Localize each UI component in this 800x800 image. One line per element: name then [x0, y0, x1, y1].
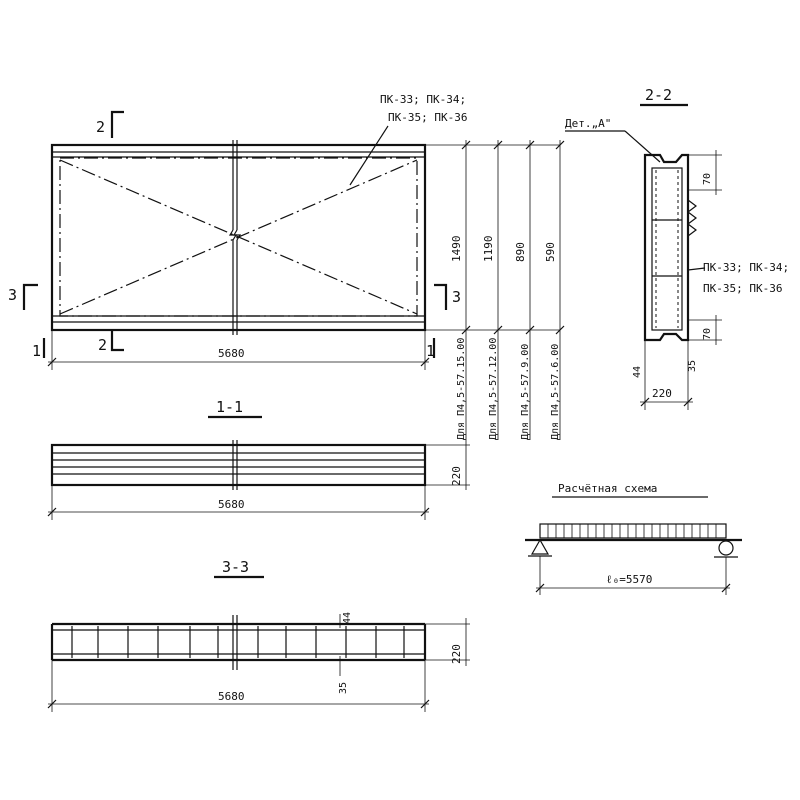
plan-callout-line2: ПК-35; ПК-36 [388, 111, 467, 124]
inner-contour [59, 157, 418, 317]
section-mark-2-bottom: 2 [98, 336, 107, 354]
section-arrow-3-right [434, 283, 448, 310]
plan-dim-590: 590 [544, 242, 557, 262]
section-3-3-dim-44: 44 [342, 612, 353, 624]
section-3-3-height-dim: 220 [450, 644, 463, 664]
section-3-3-title: 3-3 [222, 558, 249, 576]
section-1-1-length-dim: 5680 [218, 498, 245, 511]
section-3-3: 3-3 44 35 [47, 558, 470, 712]
stirrups [71, 626, 405, 658]
section-2-2-title: 2-2 [645, 86, 672, 104]
section-3-3-length-dim: 5680 [218, 690, 245, 703]
design-scheme-title: Расчётная схема [558, 482, 657, 495]
section-2-2-callout-line1: ПК-33; ПК-34; [703, 261, 789, 274]
section-mark-3-right: 3 [452, 288, 461, 306]
roller-support-icon [718, 540, 734, 556]
plan-length-dim: 5680 [218, 347, 245, 360]
design-span-label: ℓ₀=5570 [606, 573, 652, 586]
plan-dim-1190: 1190 [482, 236, 495, 263]
section-arrow-3-left [22, 283, 38, 310]
section-2-2-dim-top: 70 [702, 173, 713, 185]
section-1-1-height-dim: 220 [450, 466, 463, 486]
section-2-2-dim-bottom: 70 [702, 328, 713, 340]
section-mark-1-left: 1 [32, 342, 41, 360]
plan-for-3: Для П4,5-57.9.00 [520, 344, 531, 440]
plan-for-2: Для П4,5-57.12.00 [488, 338, 499, 440]
plan-view: 2 2 3 3 1 1 ПК-33; ПК-34; ПК-35; ПК-36 5… [8, 93, 565, 440]
plan-callout-leader [349, 125, 389, 186]
plan-dim-1490: 1490 [450, 236, 463, 263]
section-1-1-title: 1-1 [216, 398, 243, 416]
section-mark-3-left: 3 [8, 286, 17, 304]
distributed-load [539, 523, 727, 539]
section-2-2-dim-35: 35 [687, 360, 698, 372]
section-1-1: 1-1 220 5680 [47, 398, 470, 520]
load-hatching [547, 524, 717, 538]
plan-dim-890: 890 [514, 242, 527, 262]
section-2-2-dim-44: 44 [632, 366, 643, 378]
plan-callout-line1: ПК-33; ПК-34; [380, 93, 466, 106]
section-arrow-2-bottom [110, 330, 124, 352]
section-2-2-detail-label: Дет.„А" [565, 117, 611, 130]
section-2-2-callout-line2: ПК-35; ПК-36 [703, 282, 782, 295]
section-2-2-width-dim: 220 [652, 387, 672, 400]
section-1-1-outline [50, 443, 427, 487]
design-scheme: Расчётная схема [525, 482, 742, 595]
section-2-2: 2-2 Дет.„А" 70 70 ПК-33; ПК-34; ПК-35; П… [565, 86, 789, 410]
section-arrow-2-top [110, 110, 124, 138]
section-mark-2-top: 2 [96, 118, 105, 136]
pinned-support-icon [530, 538, 550, 555]
section-3-3-dim-35: 35 [338, 682, 349, 694]
section-mark-1-right: 1 [426, 342, 435, 360]
plan-for-1: Для П4,5-57.15.00 [456, 338, 467, 440]
plan-for-4: Для П4,5-57.6.00 [550, 344, 561, 440]
panel-outline [50, 143, 427, 332]
